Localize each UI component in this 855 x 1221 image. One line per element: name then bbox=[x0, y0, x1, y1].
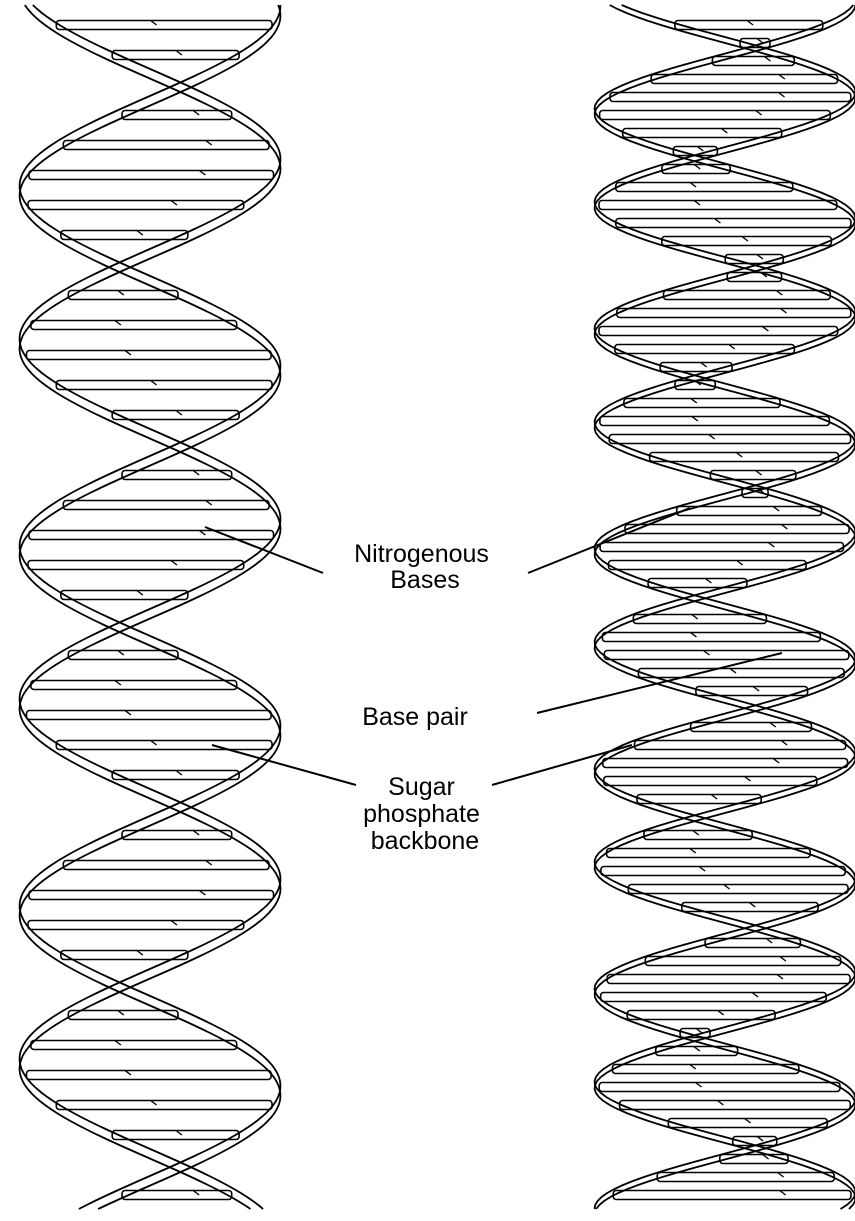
base-pair-rung bbox=[122, 1191, 232, 1200]
label-sugar: Sugar bbox=[388, 773, 455, 801]
base-pair-rung bbox=[122, 831, 232, 840]
base-pair-rung bbox=[609, 435, 850, 444]
base-pair-rung bbox=[27, 1071, 272, 1080]
base-pair-rung bbox=[601, 867, 845, 876]
base-pair-rung bbox=[112, 771, 239, 780]
base-pair-rung bbox=[31, 681, 237, 690]
base-pair-rung bbox=[122, 471, 232, 480]
base-pair-rung bbox=[61, 951, 188, 960]
backbone-strand-b-edge bbox=[20, 5, 281, 1209]
base-pair-rung bbox=[607, 975, 850, 984]
base-pair-rung bbox=[29, 891, 274, 900]
base-pair-rung bbox=[28, 201, 244, 210]
base-pair-rung bbox=[56, 381, 272, 390]
base-pair-rung bbox=[645, 957, 840, 966]
base-pair-rung bbox=[668, 1119, 827, 1128]
base-pair-rung bbox=[31, 1041, 237, 1050]
base-pair-rung bbox=[612, 1065, 799, 1074]
label-base-pair: Base pair bbox=[362, 703, 468, 731]
base-pair-rung bbox=[600, 111, 831, 120]
base-pair-rung bbox=[651, 75, 838, 84]
base-pair-rung bbox=[628, 885, 848, 894]
base-pair-rung bbox=[613, 1191, 851, 1200]
base-pair-rung bbox=[627, 1011, 775, 1020]
base-pair-rung bbox=[604, 651, 849, 660]
base-pair-rung bbox=[28, 561, 244, 570]
base-pair-rung bbox=[56, 1101, 272, 1110]
base-pair-rung bbox=[660, 363, 732, 372]
base-pair-rung bbox=[29, 171, 274, 180]
left-dna-helix bbox=[20, 5, 281, 1209]
base-pair-rung bbox=[677, 507, 822, 516]
base-pair-rung bbox=[599, 1083, 840, 1092]
base-pair-rung bbox=[61, 591, 188, 600]
base-pair-rung bbox=[607, 849, 811, 858]
base-pair-rung bbox=[61, 231, 188, 240]
base-pair-rung bbox=[28, 921, 244, 930]
base-pair-rung bbox=[664, 291, 831, 300]
base-pair-rung bbox=[112, 411, 239, 420]
base-pair-rung bbox=[616, 183, 793, 192]
base-pair-rung bbox=[112, 51, 239, 60]
backbone-strand-a-edge bbox=[20, 5, 281, 1209]
base-pair-rung bbox=[617, 309, 851, 318]
base-pair-rung bbox=[638, 669, 844, 678]
base-pair-rung bbox=[604, 777, 817, 786]
base-pair-rung bbox=[600, 417, 830, 426]
base-pair-rung bbox=[599, 327, 838, 336]
base-pair-rung bbox=[609, 561, 807, 570]
backbone-strand-a-edge bbox=[20, 5, 281, 1209]
base-pair-rung bbox=[602, 633, 820, 642]
base-pair-rung bbox=[27, 711, 272, 720]
base-pair-rung bbox=[662, 237, 832, 246]
base-pair-rung bbox=[599, 201, 837, 210]
base-pair-rung bbox=[616, 219, 851, 228]
base-pair-rung bbox=[620, 1101, 851, 1110]
base-pair-rung bbox=[603, 759, 848, 768]
label-nitrogenous-bases: Nitrogenous Bases bbox=[354, 540, 496, 594]
base-pair-rung bbox=[600, 543, 843, 552]
base-pair-rung bbox=[624, 399, 780, 408]
base-pair-rung bbox=[623, 129, 782, 138]
label-sugar-phosphate-backbone: Sugar phosphate backbone bbox=[363, 773, 487, 855]
left-base-rungs bbox=[27, 21, 274, 1200]
base-pair-rung bbox=[650, 453, 839, 462]
base-pair-rung bbox=[56, 21, 272, 30]
leader-line-base-pair bbox=[537, 653, 782, 713]
label-bases: Bases bbox=[390, 566, 459, 594]
base-pair-rung bbox=[63, 501, 269, 510]
base-pair-rung bbox=[601, 993, 827, 1002]
base-pair-rung bbox=[615, 345, 795, 354]
right-dna-helix bbox=[595, 5, 855, 1209]
base-pair-rung bbox=[122, 111, 232, 120]
base-pair-rung bbox=[657, 1173, 834, 1182]
label-phosphate: phosphate bbox=[363, 800, 480, 828]
base-pair-rung bbox=[29, 531, 274, 540]
label-backbone: backbone bbox=[371, 827, 479, 855]
label-nitrogenous: Nitrogenous bbox=[354, 540, 489, 568]
base-pair-rung bbox=[63, 861, 269, 870]
base-pair-rung bbox=[635, 741, 846, 750]
base-pair-rung bbox=[610, 93, 851, 102]
base-pair-rung bbox=[31, 321, 237, 330]
base-pair-rung bbox=[625, 525, 849, 534]
left-backbone-strands bbox=[20, 5, 281, 1209]
base-pair-rung bbox=[27, 351, 272, 360]
base-pair-rung bbox=[56, 741, 272, 750]
backbone-strand-b-edge bbox=[20, 5, 281, 1209]
base-pair-rung bbox=[112, 1131, 239, 1140]
base-pair-rung bbox=[712, 57, 794, 66]
base-pair-rung bbox=[63, 141, 269, 150]
